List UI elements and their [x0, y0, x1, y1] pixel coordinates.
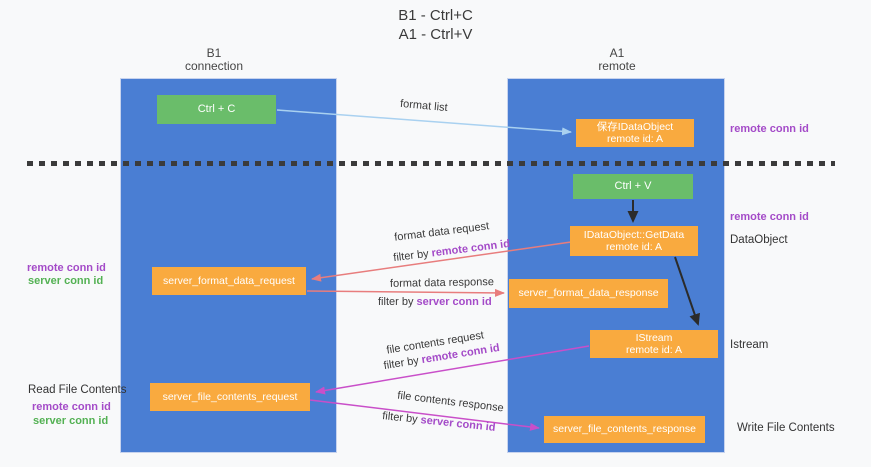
format-data-response-arrow	[306, 288, 505, 297]
lane-header-a1: A1 remote	[557, 47, 677, 73]
istream-line1: IStream	[635, 331, 673, 344]
getdata-line2: remote id: A	[605, 241, 663, 253]
server-format-data-response-box: server_format_data_response	[509, 279, 668, 308]
save-idataobject-line1: 保存IDataObject	[596, 120, 674, 133]
read-file-contents-label: Read File Contents	[28, 384, 127, 396]
server-conn-id-text: server conn id	[416, 296, 492, 308]
save-idataobject-line2: remote id: A	[606, 133, 664, 145]
remote-conn-id-label-left1: remote conn id	[27, 262, 106, 274]
format-data-request-arrow	[311, 241, 572, 282]
istream-box: IStream remote id: A	[590, 330, 718, 358]
remote-conn-id-label-left2: remote conn id	[32, 401, 111, 413]
dataobject-label: DataObject	[730, 234, 788, 246]
ctrl-v-box: Ctrl + V	[573, 174, 693, 199]
save-idataobject-box: 保存IDataObject remote id: A	[576, 119, 694, 147]
getdata-box: IDataObject::GetData remote id: A	[570, 226, 698, 256]
getdata-line1: IDataObject::GetData	[583, 228, 685, 241]
lane-a1-subtitle: remote	[598, 59, 636, 73]
server-file-contents-request-box: server_file_contents_request	[150, 383, 310, 411]
lane-header-b1: B1 connection	[154, 47, 274, 73]
title-line-2: A1 - Ctrl+V	[398, 26, 473, 43]
file-contents-request-arrow	[315, 345, 590, 395]
server-file-contents-request-label: server_file_contents_request	[162, 390, 298, 403]
lane-b1-subtitle: connection	[184, 59, 244, 73]
format-data-response-label: format data response	[389, 276, 495, 290]
write-file-contents-label: Write File Contents	[737, 422, 835, 434]
server-format-data-request-label: server_format_data_request	[163, 274, 295, 287]
istream-side-label: Istream	[730, 339, 769, 351]
ctrl-c-box: Ctrl + C	[157, 95, 276, 124]
filter-by-text: filter by	[378, 296, 414, 308]
lane-a1-name: A1	[609, 46, 625, 60]
diagram-title: B1 - Ctrl+C A1 - Ctrl+V	[0, 6, 871, 44]
format-list-arrow	[276, 109, 572, 136]
lane-b1-name: B1	[206, 46, 222, 60]
remote-conn-id-label-top: remote conn id	[730, 123, 809, 135]
ctrl-c-label: Ctrl + C	[197, 103, 236, 116]
server-conn-id-label-left2: server conn id	[33, 415, 109, 427]
server-format-data-request-box: server_format_data_request	[152, 267, 306, 295]
file-contents-response-arrow	[309, 399, 540, 431]
server-conn-id-label-left1: server conn id	[28, 275, 104, 287]
title-line-1: B1 - Ctrl+C	[398, 7, 473, 24]
server-file-contents-response-box: server_file_contents_response	[544, 416, 705, 443]
getdata-to-istream-arrow	[674, 256, 700, 326]
server-file-contents-response-label: server_file_contents_response	[552, 423, 696, 436]
remote-conn-id-label-mid: remote conn id	[730, 211, 809, 223]
ctrl-v-label: Ctrl + V	[614, 180, 652, 193]
session-divider-dashed-line	[27, 161, 835, 166]
server-format-data-response-label: server_format_data_response	[518, 287, 659, 300]
istream-line2: remote id: A	[625, 344, 683, 356]
